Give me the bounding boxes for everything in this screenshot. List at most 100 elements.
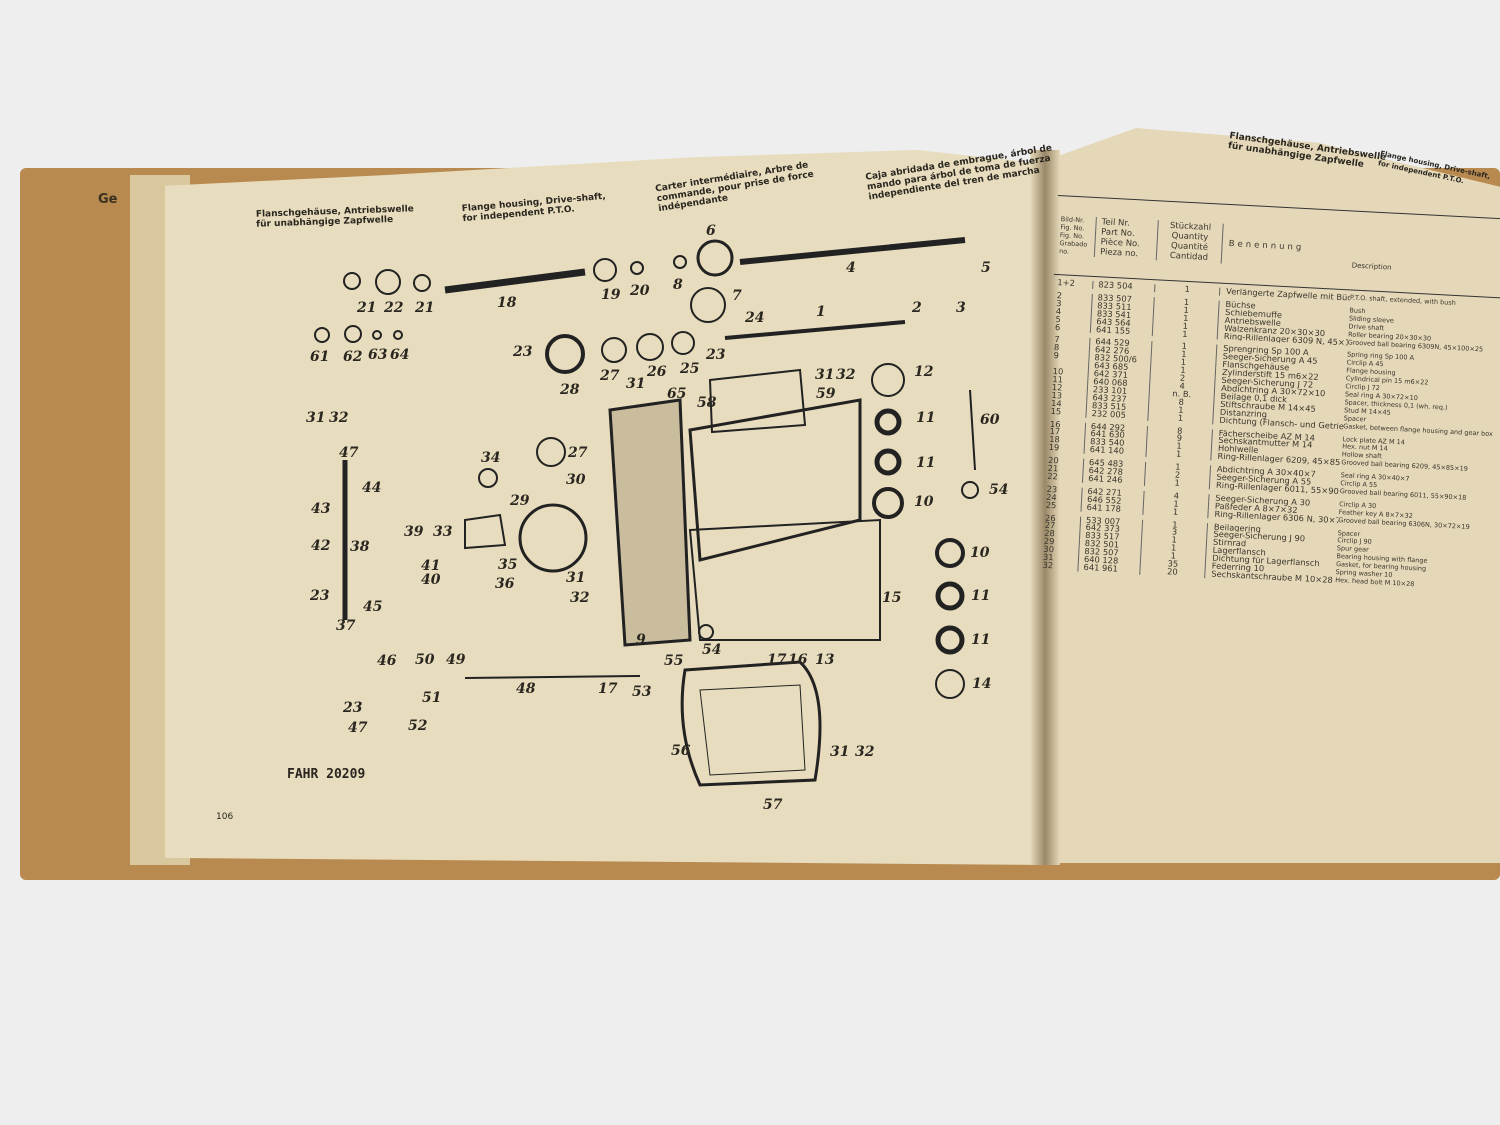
- part-label: 31: [830, 744, 850, 760]
- part-label: 31: [566, 570, 586, 586]
- part-label: 23: [513, 344, 533, 360]
- col-part-no: Teil Nr. Part No. Pièce No. Pieza no.: [1094, 217, 1159, 261]
- part-label: 22: [384, 300, 404, 316]
- part-label: 57: [763, 797, 783, 813]
- part-label: 21: [415, 300, 435, 316]
- part-label: 62: [343, 349, 363, 365]
- row-fig-no: 1+2: [1053, 277, 1094, 289]
- part-label: 11: [971, 632, 991, 648]
- part-label: 17: [767, 652, 787, 668]
- part-label: 30: [566, 472, 586, 488]
- row-fig-no: 22: [1043, 471, 1084, 483]
- part-label: 32: [570, 590, 590, 606]
- part-label: 23: [310, 588, 330, 604]
- part-label: 32: [855, 744, 875, 760]
- part-label: 37: [336, 618, 356, 634]
- part-label: 32: [836, 367, 856, 383]
- part-label: 26: [647, 364, 667, 380]
- part-label: 64: [390, 347, 410, 363]
- part-label: 32: [329, 410, 349, 426]
- col-benennung: Benennung: [1228, 239, 1305, 253]
- part-label: 51: [422, 690, 442, 706]
- part-label: 21: [357, 300, 377, 316]
- part-label: 5: [981, 260, 991, 276]
- row-fig-no: 15: [1046, 406, 1087, 418]
- part-label: 39: [404, 524, 424, 540]
- col-quantity: Stückzahl Quantity Quantité Cantidad: [1156, 220, 1224, 264]
- part-label: 47: [348, 720, 368, 736]
- part-label: 43: [311, 501, 331, 517]
- drawing-number: FAHR 20209: [287, 767, 366, 782]
- row-fig-no: 19: [1044, 442, 1085, 454]
- part-label: 50: [415, 652, 435, 668]
- part-label: 7: [732, 288, 742, 304]
- right-page: [1045, 128, 1500, 863]
- part-label: 2: [912, 300, 922, 316]
- part-label: 47: [339, 445, 359, 461]
- part-label: 13: [815, 652, 835, 668]
- part-label: 59: [816, 386, 836, 402]
- part-label: 23: [343, 700, 363, 716]
- part-label: 31: [306, 410, 326, 426]
- part-label: 40: [421, 572, 441, 588]
- part-label: 1: [816, 304, 826, 320]
- part-label: 60: [980, 412, 1000, 428]
- part-label: 17: [598, 681, 618, 697]
- part-label: 53: [632, 684, 652, 700]
- part-label: 10: [914, 494, 934, 510]
- part-label: 23: [706, 347, 726, 363]
- part-label: 54: [989, 482, 1009, 498]
- part-label: 18: [497, 295, 517, 311]
- part-label: 20: [630, 283, 650, 299]
- book-gutter: [1030, 150, 1060, 865]
- col-fig-no: Bild-Nr. Fig. No. Fig. No. Grabado no.: [1054, 214, 1097, 258]
- part-label: 42: [311, 538, 331, 554]
- part-label: 31: [626, 376, 646, 392]
- row-fig-no: 25: [1041, 499, 1082, 512]
- part-label: 54: [702, 642, 722, 658]
- housing-drawings: [464, 368, 881, 787]
- part-label: 46: [377, 653, 397, 669]
- part-label: 34: [481, 450, 501, 466]
- part-label: 29: [510, 493, 530, 509]
- page-number: 106: [216, 812, 234, 822]
- part-label: 44: [362, 480, 382, 496]
- part-label: 33: [433, 524, 453, 540]
- part-label: 24: [745, 310, 765, 326]
- part-label: 58: [697, 395, 717, 411]
- row-part-no: 823 504: [1093, 279, 1156, 293]
- row-fig-no: 6: [1050, 322, 1092, 334]
- part-label: 11: [971, 588, 991, 604]
- part-label: 11: [916, 455, 936, 471]
- part-label: 56: [671, 743, 691, 759]
- part-label: 3: [956, 300, 966, 316]
- part-label: 10: [970, 545, 990, 561]
- col-description: Description: [1351, 261, 1392, 272]
- part-label: 25: [680, 361, 700, 377]
- row-quantity: 1: [1155, 284, 1221, 296]
- part-label: 61: [310, 349, 330, 365]
- part-label: 38: [350, 539, 370, 555]
- part-label: 35: [498, 557, 518, 573]
- part-label: 36: [495, 576, 515, 592]
- part-label: 28: [560, 382, 580, 398]
- part-label: 45: [363, 599, 383, 615]
- part-label: 16: [788, 652, 808, 668]
- part-label: 31: [815, 367, 835, 383]
- part-label: 12: [914, 364, 934, 380]
- part-label: 48: [516, 681, 536, 697]
- part-label: 9: [636, 632, 646, 648]
- shaft-drawings: [342, 237, 976, 679]
- part-label: 6: [706, 223, 716, 239]
- part-label: 65: [667, 386, 687, 402]
- part-label: 27: [600, 368, 620, 384]
- part-label: 11: [916, 410, 936, 426]
- row-benennung: Verlängerte Zapfwelle mit Büchse: [1225, 287, 1351, 303]
- part-label: 55: [664, 653, 684, 669]
- part-label: 15: [882, 590, 902, 606]
- part-label: 14: [972, 676, 992, 692]
- part-label: 49: [446, 652, 466, 668]
- part-label: 19: [601, 287, 621, 303]
- underlying-page-edge-text: Ge: [98, 192, 118, 207]
